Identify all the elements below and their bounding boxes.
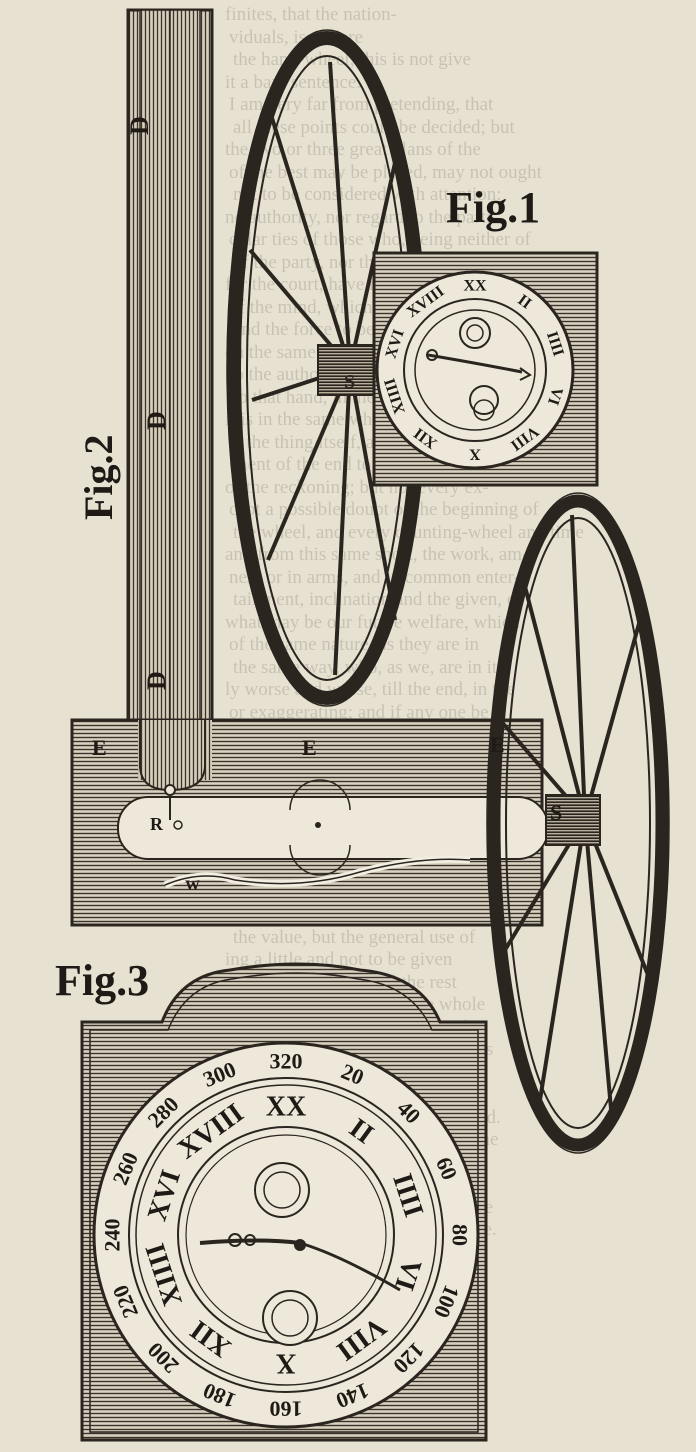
part-s2: S [550,800,562,825]
bleed-text-line: ness or in arms, and in common enter- [229,566,520,588]
bleed-text-line: the value, but the general use of [233,926,476,948]
fig1-dial-numeral: VI [544,385,566,407]
bleed-text-line: I am very far from pretending, that [229,94,494,115]
fig3-label: Fig.3 [55,956,149,1005]
bleed-text-line: finites, that the nation- [225,4,398,25]
part-e-mid: E [302,735,317,760]
fig2-label: Fig.2 [76,434,121,520]
part-e-left: E [92,735,107,760]
bleed-text-line: or exaggerating; and if any one be [229,701,489,723]
fig3-outer-number: 320 [270,1049,303,1074]
bleed-text-line: tainment, inclination and the given, or [233,589,523,610]
fig3-outer-number: 160 [270,1397,303,1422]
fig3-dial-plate [80,962,488,1442]
fig3-dial-numeral: X [276,1348,296,1379]
fig3-dial-numeral: XX [266,1092,306,1123]
bleed-text-line: and from this same short, the work, am- [225,544,529,565]
bleed-text-line: it a bare sentence. [225,71,362,93]
bleed-text-line: of the best may be placed, may not ought [229,161,542,183]
part-r: R [150,814,164,834]
fig1-dial-numeral: XX [463,278,487,295]
part-s1: S [344,371,355,393]
part-w: W [185,878,200,894]
fig2-side-wheel [486,492,670,1154]
bleed-text-line: not to be considered with attention: [233,184,502,205]
fig1-label: Fig.1 [446,183,540,232]
fig2-vertical-bar [126,8,214,792]
fig1-dial-numeral: X [469,446,481,463]
bleed-text-line: cept a possible doubt of the beginning o… [229,499,539,520]
bleed-text-line: all these points could be decided; but [233,116,515,138]
part-d-top: D [125,116,154,135]
fig3-outer-number: 240 [100,1219,125,1252]
fig1-dial-box [372,251,599,487]
part-e-right: E [490,732,505,757]
part-d-mid: D [142,411,171,430]
part-d-low: D [142,671,171,690]
fig1-dial-numeral: IIII [543,330,567,359]
fig3-outer-number: 80 [448,1224,473,1246]
bleed-text-line: no authority, nor regard to the parti- [225,206,498,228]
bleed-text-line: the two or three great plans of the [225,139,481,160]
fig2-base-plate [70,718,549,927]
